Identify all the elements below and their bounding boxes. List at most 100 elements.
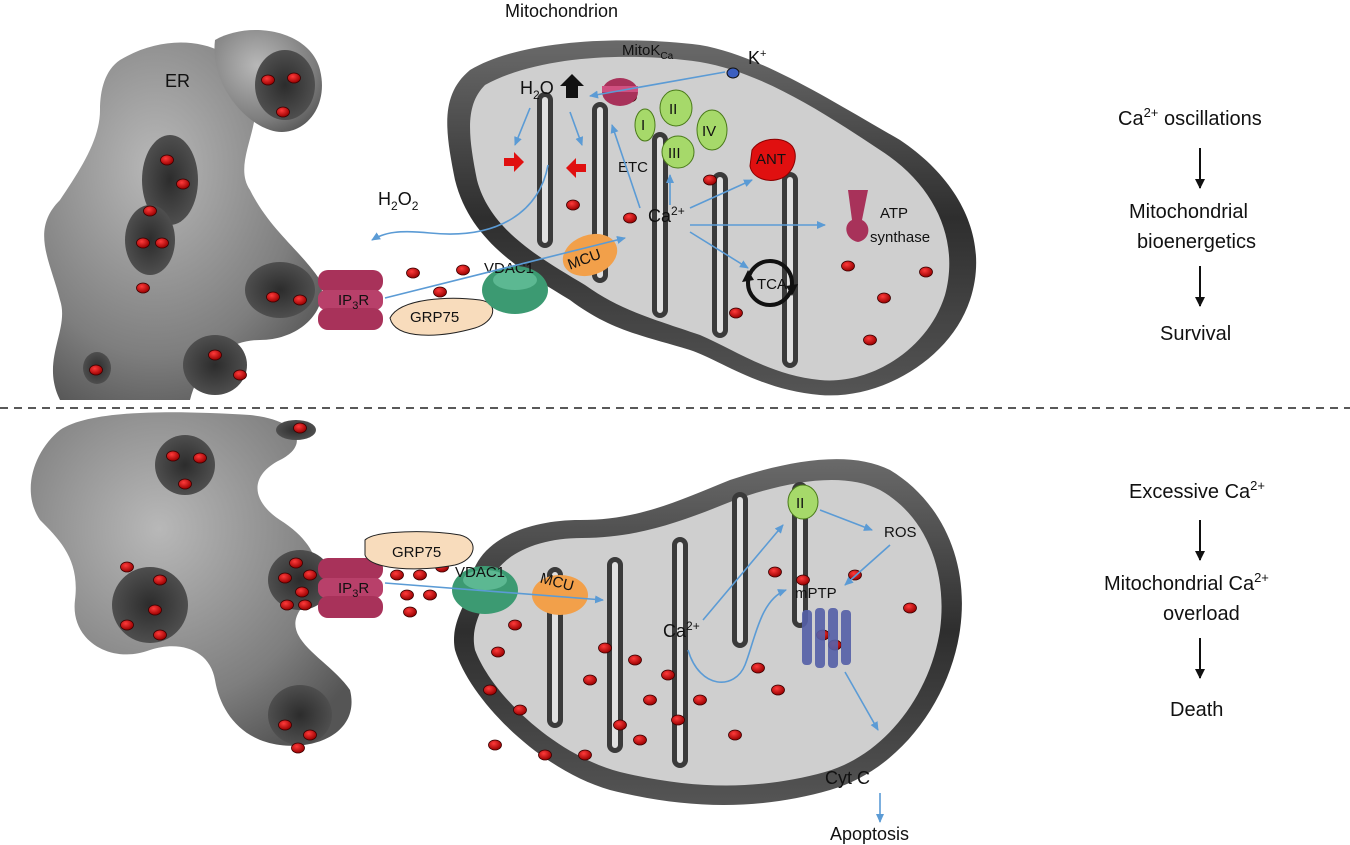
mitochondrion-top — [447, 40, 977, 396]
calcium-ion-dot — [160, 154, 174, 166]
flow-bottom-step3: Death — [1170, 699, 1223, 721]
mptp-pore — [802, 608, 851, 668]
calcium-ion-dot — [633, 734, 647, 746]
calcium-ion-dot — [628, 654, 642, 666]
atp-synthase-label-2: synthase — [870, 229, 930, 246]
calcium-ion-dot — [841, 260, 855, 272]
calcium-ion-dot — [193, 452, 207, 464]
calcium-ion-dot — [903, 602, 917, 614]
flow-top-step2-line1: Mitochondrial — [1129, 201, 1248, 223]
calcium-ion-dot — [729, 307, 743, 319]
calcium-ion-dot — [623, 212, 637, 224]
calcium-ion-dot — [120, 619, 134, 631]
ca-bottom-label: Ca2+ — [663, 619, 700, 641]
mitokca-label: MitoKCa — [622, 42, 674, 62]
mitokca-channel — [602, 78, 638, 106]
calcium-ion-dot — [291, 742, 305, 754]
calcium-ion-dot — [771, 684, 785, 696]
svg-text:I: I — [641, 117, 645, 134]
vdac1-bottom-label: VDAC1 — [455, 564, 505, 581]
calcium-ion-dot — [919, 266, 933, 278]
mitochondrion-bottom — [453, 459, 962, 805]
atp-synthase — [846, 190, 869, 242]
svg-text:ANT: ANT — [756, 151, 786, 168]
svg-text:TCA: TCA — [757, 276, 787, 293]
svg-text:III: III — [668, 145, 681, 162]
calcium-ion-dot — [233, 369, 247, 381]
svg-text:II: II — [669, 101, 677, 118]
calcium-ion-dot — [303, 729, 317, 741]
swelling-arrow-left-icon — [504, 152, 524, 172]
calcium-ion-dot — [406, 267, 420, 279]
calcium-ion-dot — [693, 694, 707, 706]
cytc-label: Cyt C — [825, 768, 870, 788]
ip3r-bottom: IP3R — [318, 558, 383, 618]
right-flow-bottom: Excessive Ca2+ Mitochondrial Ca2+ overlo… — [1104, 478, 1269, 721]
calcium-ion-dot — [488, 739, 502, 751]
calcium-ion-dot — [261, 74, 275, 86]
calcium-ion-dot — [136, 237, 150, 249]
flow-bottom-step2-line1: Mitochondrial Ca2+ — [1104, 570, 1269, 595]
potassium-label: K+ — [748, 48, 766, 68]
calcium-ion-dot — [400, 589, 414, 601]
grp75-bottom-label: GRP75 — [392, 544, 441, 561]
apoptosis-label: Apoptosis — [830, 824, 909, 844]
flow-top-step3: Survival — [1160, 323, 1231, 345]
calcium-ion-dot — [89, 364, 103, 376]
calcium-ion-dot — [176, 178, 190, 190]
calcium-ion-dot — [153, 629, 167, 641]
calcium-ion-dot — [295, 586, 309, 598]
top-arrows — [371, 71, 826, 299]
calcium-ion-dot — [433, 286, 447, 298]
vdac1-top: VDAC1 — [482, 260, 548, 314]
calcium-ion-dot — [613, 719, 627, 731]
calcium-ion-dot — [120, 561, 134, 573]
calcium-ion-dot — [289, 557, 303, 569]
calcium-ion-dot — [155, 237, 169, 249]
ant-protein: ANT — [749, 138, 796, 181]
swelling-arrow-right-icon — [566, 158, 586, 178]
calcium-ion-dot — [298, 599, 312, 611]
calcium-ion-dot — [278, 572, 292, 584]
potassium-ion — [726, 67, 740, 79]
calcium-ion-dot — [796, 574, 810, 586]
etc-label: ETC — [618, 159, 648, 176]
tca-cycle-icon: TCA — [742, 259, 798, 307]
calcium-ion-dot — [703, 174, 717, 186]
calcium-ion-dot — [287, 72, 301, 84]
er-top — [44, 30, 322, 400]
calcium-ion-dot — [483, 684, 497, 696]
calcium-ion-dot — [671, 714, 685, 726]
flow-top-step1: Ca2+ oscillations — [1118, 105, 1262, 130]
calcium-ion-dot — [148, 604, 162, 616]
ros-label: ROS — [884, 524, 917, 541]
calcium-ion-dot — [728, 729, 742, 741]
calcium-ion-dot — [863, 334, 877, 346]
mcu-top: MCU — [562, 233, 618, 277]
calcium-ion-dot — [583, 674, 597, 686]
calcium-ion-dot — [280, 599, 294, 611]
calcium-ion-dot — [508, 619, 522, 631]
calcium-ion-dot — [208, 349, 222, 361]
svg-text:II: II — [796, 495, 804, 512]
ip3r-bottom-label: IP3R — [338, 580, 369, 600]
flow-bottom-step1: Excessive Ca2+ — [1129, 478, 1265, 503]
atp-synthase-label-1: ATP — [880, 205, 908, 222]
ip3r-top-label: IP3R — [338, 292, 369, 312]
grp75-top: GRP75 — [389, 297, 493, 336]
h2o-up-arrow-icon — [560, 74, 584, 98]
calcium-ion-dot — [751, 662, 765, 674]
calcium-ion-dot — [598, 642, 612, 654]
er-label: ER — [165, 71, 190, 91]
calcium-ion-dot — [166, 450, 180, 462]
er-bottom — [30, 412, 352, 746]
calcium-ion-dot — [403, 606, 417, 618]
ca-top-label: Ca2+ — [648, 204, 685, 226]
right-flow-top: Ca2+ oscillations Mitochondrial bioenerg… — [1118, 105, 1262, 345]
flow-top-step2-line2: bioenergetics — [1137, 231, 1256, 253]
etc-complex-ii-bottom: II — [787, 484, 819, 520]
etc-complex-iii: III — [661, 135, 695, 169]
calcium-ion-dot — [643, 694, 657, 706]
calcium-ion-dot — [293, 422, 307, 434]
